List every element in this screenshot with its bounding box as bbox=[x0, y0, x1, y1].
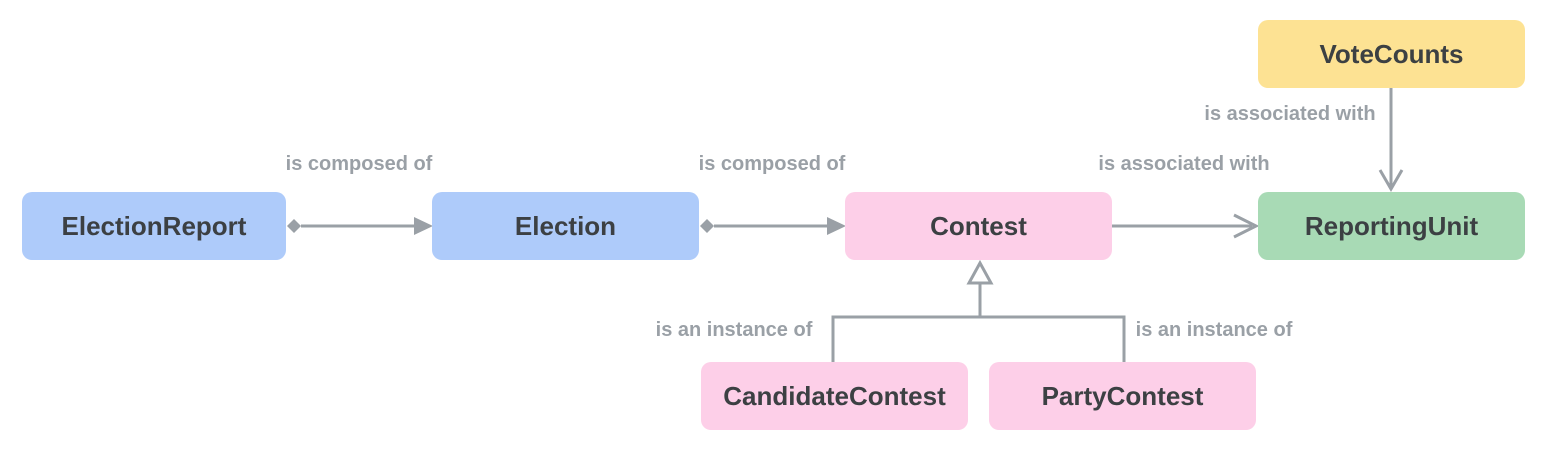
edge-votecounts-reportingunit bbox=[1378, 88, 1404, 192]
edge-contest-reportingunit bbox=[1112, 213, 1260, 239]
filled-arrowhead-icon bbox=[414, 217, 433, 235]
node-election: Election bbox=[432, 192, 699, 260]
edge-label-candidatecontest-contest: is an instance of bbox=[655, 319, 813, 341]
composition-diamond-icon bbox=[700, 219, 714, 233]
node-reporting-unit: ReportingUnit bbox=[1258, 192, 1525, 260]
node-candidate-contest: CandidateContest bbox=[701, 362, 968, 430]
edge-label-votecounts-reportingunit: is associated with bbox=[1204, 103, 1376, 125]
composition-diamond-icon bbox=[287, 219, 301, 233]
edge-label-partycontest-contest: is an instance of bbox=[1135, 319, 1293, 341]
node-party-contest: PartyContest bbox=[989, 362, 1256, 430]
node-election-report: ElectionReport bbox=[22, 192, 286, 260]
edge-label-contest-reportingunit: is associated with bbox=[1098, 153, 1270, 175]
hollow-triangle-icon bbox=[966, 259, 994, 285]
edge-election-contest bbox=[700, 217, 846, 235]
open-arrowhead-icon bbox=[1233, 213, 1260, 239]
open-arrowhead-icon bbox=[1378, 169, 1404, 192]
edge-label-election-contest: is composed of bbox=[698, 153, 846, 175]
edge-label-electionreport-election: is composed of bbox=[285, 153, 433, 175]
node-contest: Contest bbox=[845, 192, 1112, 260]
edge-electionreport-election bbox=[287, 217, 433, 235]
edge-generalization-contest bbox=[831, 259, 1126, 362]
node-vote-counts: VoteCounts bbox=[1258, 20, 1525, 88]
filled-arrowhead-icon bbox=[827, 217, 846, 235]
